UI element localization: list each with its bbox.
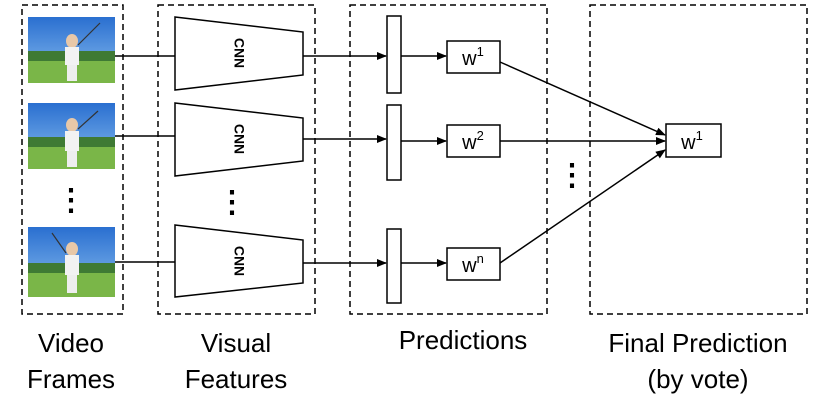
features-caption-line1: Visual [201, 328, 271, 358]
cnn-label: CNN [231, 38, 247, 68]
svg-text:w2: w2 [461, 128, 484, 154]
prediction-symbol: w [461, 132, 477, 154]
prediction-superscript: 2 [477, 128, 484, 143]
cnn-label: CNN [231, 124, 247, 154]
svg-text:w1: w1 [461, 44, 484, 70]
final-caption-line2: (by vote) [647, 364, 748, 394]
video-frame-2 [28, 103, 115, 169]
video-frame-n [28, 227, 115, 297]
prediction-box-n: wn [446, 247, 501, 281]
prediction-box-1: w1 [446, 40, 501, 74]
predictions-group-box [349, 4, 548, 315]
cnn-block-n: CNN [174, 224, 304, 298]
cnn-label: CNN [231, 246, 247, 276]
frames-group-box [21, 4, 124, 315]
feature-bar-1 [386, 15, 402, 94]
prediction-box-2: w2 [446, 124, 501, 158]
arrow-pred1-final [499, 61, 666, 136]
video-frame-1 [28, 17, 115, 83]
final-superscript: 1 [696, 128, 703, 143]
feature-bar-n [386, 228, 402, 304]
feature-bar-2 [386, 104, 402, 181]
prediction-symbol: w [461, 255, 477, 277]
frames-caption-line1: Video [38, 328, 104, 358]
predictions-ellipsis: ⋮ [557, 159, 587, 192]
final-group-box [589, 4, 808, 315]
features-group-box [157, 4, 316, 315]
frames-ellipsis: ⋮ [56, 184, 86, 217]
cnn-block-1: CNN [174, 16, 304, 91]
final-caption-line1: Final Prediction [608, 328, 787, 358]
final-symbol: w [680, 132, 696, 154]
prediction-superscript: n [477, 251, 484, 266]
features-caption-line2: Features [185, 364, 288, 394]
final-prediction-box: w1 [665, 123, 722, 158]
predictions-caption: Predictions [399, 325, 528, 355]
cnn-block-2: CNN [174, 102, 304, 177]
arrow-predn-final [499, 149, 666, 264]
features-ellipsis: ⋮ [217, 186, 247, 219]
svg-text:w1: w1 [680, 128, 703, 154]
svg-text:wn: wn [461, 251, 484, 277]
prediction-superscript: 1 [477, 44, 484, 59]
frames-caption-line2: Frames [27, 364, 115, 394]
prediction-symbol: w [461, 48, 477, 70]
